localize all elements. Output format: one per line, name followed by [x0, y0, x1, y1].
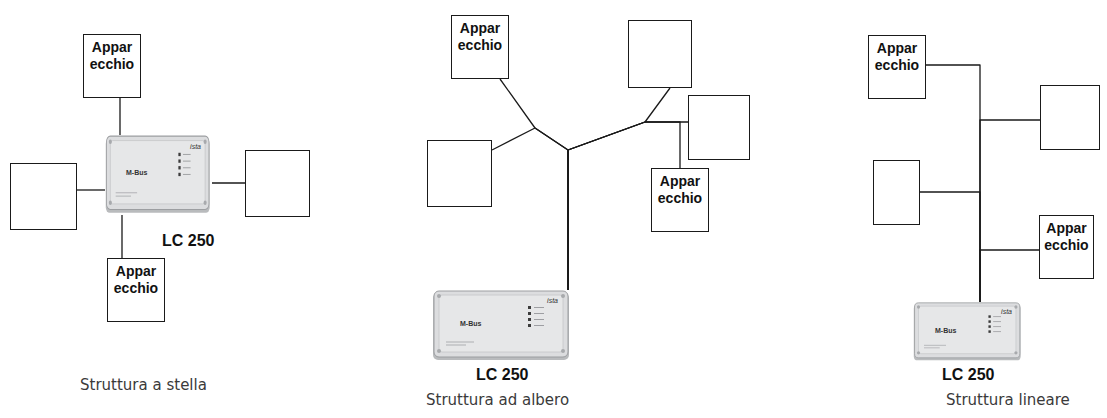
- device-box: Appar ecchio: [868, 35, 926, 99]
- controller-device: LC 250M-Busista: [432, 290, 572, 362]
- logo-text: M-Bus: [935, 327, 956, 335]
- controller-device: LC 250M-Busista: [913, 302, 1023, 362]
- box-label: Appar ecchio: [873, 40, 921, 74]
- device-box: Appar ecchio: [1039, 215, 1094, 279]
- device-box: [628, 20, 692, 88]
- controller-device: LC 250M-Busista: [105, 135, 212, 215]
- device-label: LC 250: [162, 232, 214, 250]
- logo-text: ista: [1001, 308, 1012, 316]
- connector-line: [920, 192, 980, 302]
- structure-caption: Struttura ad albero: [426, 391, 569, 409]
- box-label: Appar ecchio: [112, 263, 160, 297]
- connector-line: [492, 128, 568, 290]
- connector-line: [980, 120, 1040, 302]
- box-label: Appar ecchio: [1043, 220, 1090, 254]
- connector-line: [980, 250, 1039, 302]
- box-label: Appar ecchio: [656, 173, 704, 207]
- device-box: [688, 95, 750, 160]
- box-label: Appar ecchio: [456, 20, 504, 54]
- device-box: Appar ecchio: [451, 15, 509, 79]
- connector-line: [77, 189, 105, 190]
- device-box: [427, 140, 492, 207]
- connector-line: [500, 79, 568, 290]
- device-box: Appar ecchio: [83, 34, 141, 98]
- device-box: [873, 160, 920, 225]
- device-box: [10, 163, 77, 230]
- logo-text: ista: [190, 143, 201, 151]
- connector-line: [926, 65, 980, 302]
- device-box: [245, 150, 310, 217]
- connector-line: [121, 215, 122, 258]
- logo-text: M-Bus: [126, 169, 147, 177]
- device-box: Appar ecchio: [651, 168, 709, 232]
- device-label: LC 250: [476, 366, 528, 384]
- logo-text: ista: [547, 297, 558, 305]
- logo-text: M-Bus: [460, 320, 481, 328]
- structure-caption: Struttura lineare: [946, 391, 1070, 409]
- device-label: LC 250: [942, 366, 994, 384]
- structure-caption: Struttura a stella: [80, 376, 207, 394]
- connector-line: [119, 98, 120, 135]
- connector-line: [212, 182, 245, 183]
- device-box: [1040, 85, 1100, 150]
- device-box: Appar ecchio: [107, 258, 165, 322]
- box-label: Appar ecchio: [88, 39, 136, 73]
